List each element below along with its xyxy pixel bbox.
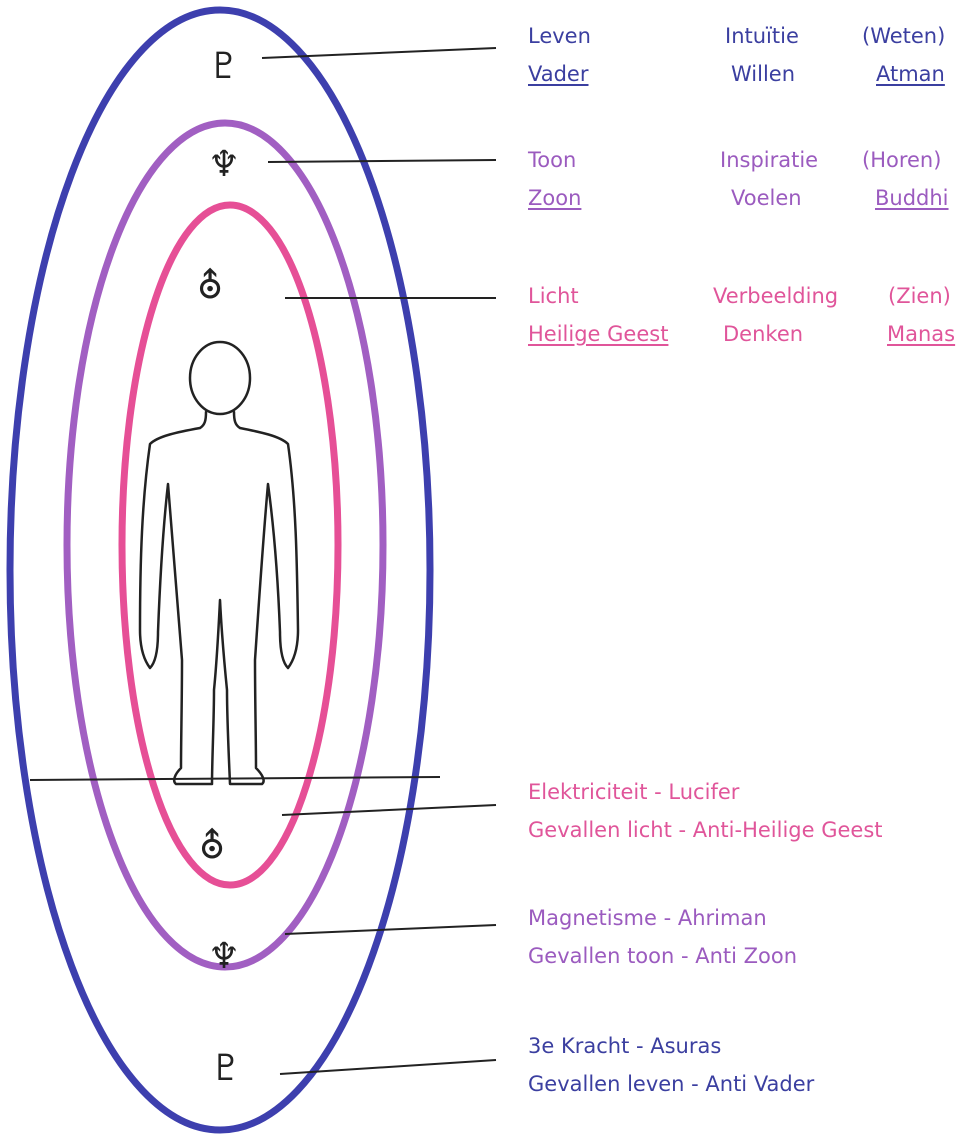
human-figure bbox=[140, 342, 298, 784]
label-zien: (Zien) bbox=[888, 284, 951, 309]
label-weten: (Weten) bbox=[862, 24, 945, 49]
neptune-top-symbol: ♆ bbox=[208, 144, 240, 185]
label-magnetisme-ahriman: Magnetisme - Ahriman bbox=[528, 906, 767, 931]
neptune-bottom-symbol: ♆ bbox=[208, 936, 240, 977]
figure-head bbox=[190, 342, 250, 414]
label-intuitie: Intuïtie bbox=[725, 24, 799, 49]
label-horen: (Horen) bbox=[862, 148, 941, 173]
label-vader: Vader bbox=[528, 62, 589, 87]
label-manas: Manas bbox=[887, 322, 955, 347]
pointer-line-neptune-top bbox=[268, 160, 496, 162]
label-zoon: Zoon bbox=[528, 186, 581, 211]
pointer-line-neptune-bottom bbox=[285, 925, 496, 934]
label-willen: Willen bbox=[731, 62, 795, 87]
label-elektriciteit-lucifer: Elektriciteit - Lucifer bbox=[528, 780, 739, 805]
label-voelen: Voelen bbox=[731, 186, 802, 211]
uranus-top-symbol: ⛢ bbox=[197, 266, 223, 307]
label-gevallen-toon: Gevallen toon - Anti Zoon bbox=[528, 944, 797, 969]
label-gevallen-leven: Gevallen leven - Anti Vader bbox=[528, 1072, 814, 1097]
label-toon: Toon bbox=[528, 148, 576, 173]
label-denken: Denken bbox=[723, 322, 803, 347]
label-buddhi: Buddhi bbox=[875, 186, 949, 211]
label-heilige-geest: Heilige Geest bbox=[528, 322, 668, 347]
pluto-top-symbol: ♇ bbox=[208, 46, 240, 87]
pointer-line-uranus-bottom bbox=[282, 805, 496, 815]
label-3e-kracht-asuras: 3e Kracht - Asuras bbox=[528, 1034, 721, 1059]
figure-body bbox=[140, 412, 298, 784]
label-verbeelding: Verbeelding bbox=[713, 284, 838, 309]
label-licht: Licht bbox=[528, 284, 579, 309]
label-leven: Leven bbox=[528, 24, 591, 49]
label-atman: Atman bbox=[876, 62, 945, 87]
label-inspiratie: Inspiratie bbox=[720, 148, 818, 173]
uranus-bottom-symbol: ⛢ bbox=[199, 826, 225, 867]
pluto-bottom-symbol: ♇ bbox=[210, 1048, 242, 1089]
pointer-line-pluto-bottom bbox=[280, 1060, 496, 1074]
label-gevallen-licht: Gevallen licht - Anti-Heilige Geest bbox=[528, 818, 883, 843]
